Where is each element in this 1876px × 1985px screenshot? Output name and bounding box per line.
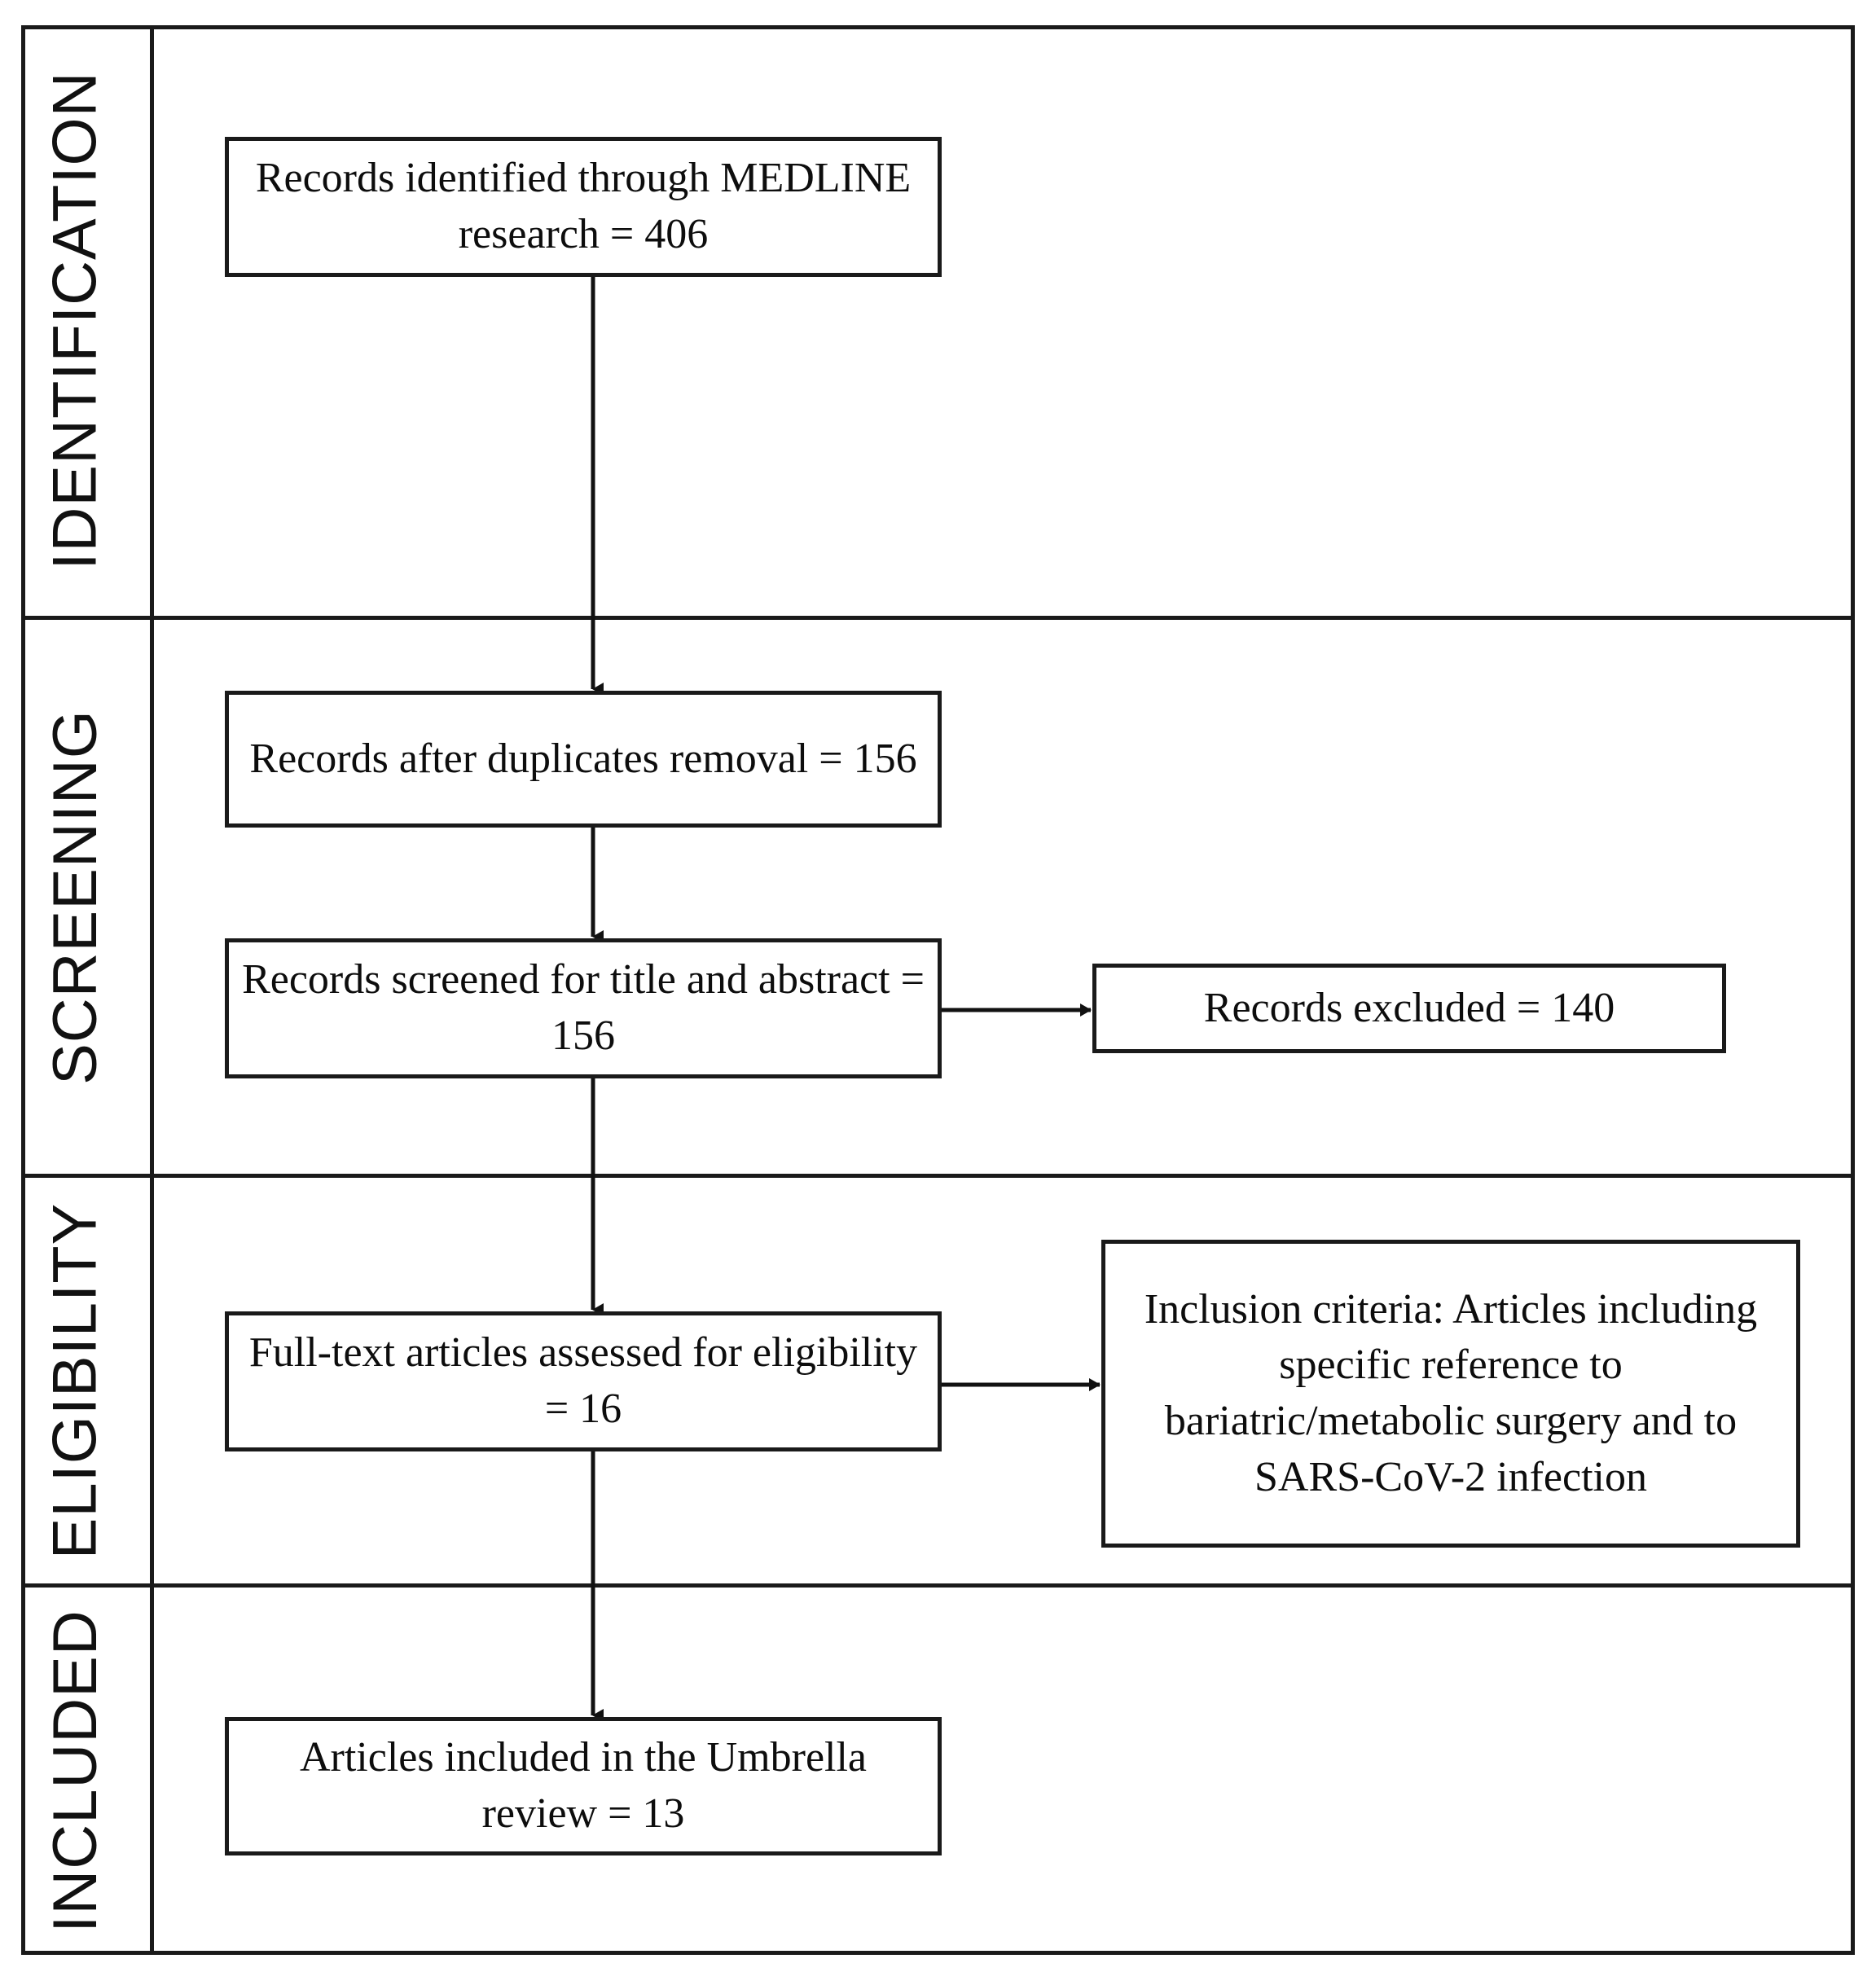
box-inclusion-criteria-text: Inclusion criteria: Articles including s… — [1144, 1285, 1758, 1500]
box-articles-included-text: Articles included in the Umbrella review… — [299, 1734, 867, 1837]
box-inclusion-criteria: Inclusion criteria: Articles including s… — [1101, 1240, 1800, 1548]
box-records-excluded: Records excluded = 140 — [1092, 964, 1726, 1053]
box-fulltext-articles-assessed: Full-text articles assessed for eligibil… — [225, 1311, 942, 1451]
box-records-screened-text: Records screened for title and abstract … — [242, 956, 925, 1059]
row-divider-eligibility-included — [21, 1583, 1855, 1588]
box-articles-included: Articles included in the Umbrella review… — [225, 1717, 942, 1855]
row-divider-identification-screening — [21, 616, 1855, 620]
box-records-identified: Records identified through MEDLINE resea… — [225, 137, 942, 277]
box-records-after-duplicates: Records after duplicates removal = 156 — [225, 691, 942, 828]
box-records-identified-text: Records identified through MEDLINE resea… — [255, 155, 912, 257]
stage-column-divider — [150, 25, 154, 1955]
box-records-excluded-text: Records excluded = 140 — [1203, 984, 1615, 1031]
box-records-screened: Records screened for title and abstract … — [225, 938, 942, 1078]
row-divider-screening-eligibility — [21, 1174, 1855, 1178]
box-fulltext-articles-assessed-text: Full-text articles assessed for eligibil… — [248, 1329, 918, 1432]
box-records-after-duplicates-text: Records after duplicates removal = 156 — [249, 735, 917, 782]
